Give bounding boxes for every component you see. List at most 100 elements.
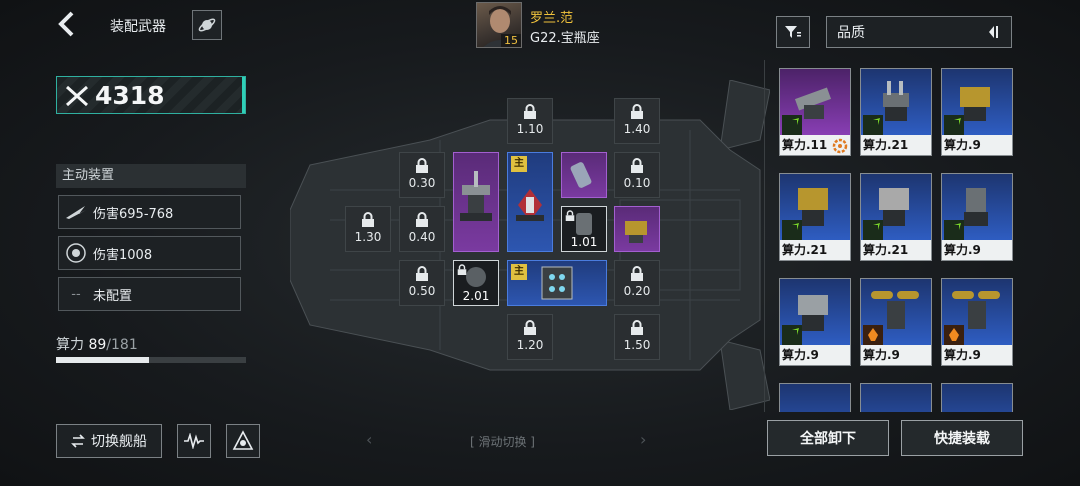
gear-icon <box>832 138 848 154</box>
slot-compute-value: 1.30 <box>354 230 382 244</box>
unload-all-button[interactable]: 全部卸下 <box>767 420 889 456</box>
inventory-item[interactable]: 算力.9 <box>941 68 1013 156</box>
locked-slot[interactable]: 0.30 <box>399 152 445 198</box>
locked-slot[interactable]: 0.20 <box>614 260 660 306</box>
locked-slot[interactable]: 1.50 <box>614 314 660 360</box>
quality-sort-select[interactable]: 品质 <box>826 16 1012 48</box>
slot-compute-value: 1.01 <box>570 235 598 249</box>
missile-launcher-icon <box>952 291 1000 329</box>
equipped-gold-weapon[interactable] <box>614 206 660 252</box>
main-weapon-tag: 主 <box>511 156 527 172</box>
slot-compute-value: 0.20 <box>623 284 651 298</box>
inventory-item[interactable]: 算力.9 <box>860 278 932 366</box>
locked-slot[interactable]: 1.40 <box>614 98 660 144</box>
locked-slot[interactable]: 1.10 <box>507 98 553 144</box>
lock-icon <box>457 264 467 275</box>
formation-button[interactable] <box>226 424 260 458</box>
cannon-icon <box>964 188 988 226</box>
active-device-label: 伤害1008 <box>93 247 153 263</box>
missile-launcher-icon <box>871 291 919 329</box>
locked-slot[interactable]: 1.20 <box>507 314 553 360</box>
back-button[interactable] <box>56 10 84 38</box>
swipe-right-icon[interactable]: › <box>640 430 647 449</box>
lock-icon <box>631 320 643 335</box>
waveform-button[interactable] <box>177 424 211 458</box>
triangle-formation-icon <box>232 430 254 450</box>
quick-equip-button[interactable]: 快捷装载 <box>901 420 1023 456</box>
launcher-box-icon <box>541 266 573 300</box>
upgrade-arrow-icon <box>944 115 964 135</box>
slot-compute-value: 0.10 <box>623 176 651 190</box>
pilot-avatar[interactable]: 15 <box>476 2 522 48</box>
orb-icon <box>65 242 87 264</box>
weapon-inventory[interactable]: 算力.11 算力.21 算力.9 算力.21 算力.21 算力.9 <box>764 60 1024 412</box>
active-device-label: 伤害695-768 <box>93 206 174 222</box>
equipped-main-weapon[interactable]: 主 <box>507 152 553 252</box>
sphere-device-icon <box>466 267 486 287</box>
quality-sort-label: 品质 <box>837 25 865 41</box>
inventory-item-label: 算力.9 <box>942 240 1012 260</box>
cannon-icon <box>798 295 828 331</box>
main-weapon-tag: 主 <box>511 264 527 280</box>
lock-icon <box>631 158 643 173</box>
switch-ship-button[interactable]: 切换舰船 <box>56 424 162 458</box>
active-device-3[interactable]: -- 未配置 <box>58 277 241 311</box>
locked-slot[interactable]: 0.40 <box>399 206 445 252</box>
blade-icon <box>65 201 87 223</box>
compute-readout: 算力 89/181 <box>56 334 138 354</box>
swipe-left-icon[interactable]: ‹ <box>366 430 373 449</box>
inventory-item[interactable]: 算力.21 <box>860 68 932 156</box>
inventory-item[interactable] <box>779 383 851 412</box>
locked-slot[interactable]: 1.30 <box>345 206 391 252</box>
equipped-weapon-dark[interactable]: 1.01 <box>561 206 607 252</box>
active-device-2[interactable]: 伤害1008 <box>58 236 241 270</box>
slot-compute-value: 0.50 <box>408 284 436 298</box>
inventory-item-label: 算力.9 <box>942 345 1012 365</box>
lock-icon <box>524 104 536 119</box>
turret-icon <box>460 171 492 221</box>
inventory-item[interactable]: 算力.11 <box>779 68 851 156</box>
fire-badge-icon <box>944 325 964 345</box>
inventory-item[interactable]: 算力.9 <box>941 278 1013 366</box>
active-devices-title: 主动装置 <box>56 164 246 188</box>
upgrade-arrow-icon <box>782 220 802 240</box>
fire-badge-icon <box>863 325 883 345</box>
equipped-main-device[interactable]: 主 <box>507 260 607 306</box>
inventory-item[interactable]: 算力.21 <box>779 173 851 261</box>
equipped-missile-purple[interactable] <box>561 152 607 198</box>
active-device-1[interactable]: 伤害695-768 <box>58 195 241 229</box>
inventory-item-label: 算力.21 <box>780 240 850 260</box>
lock-icon <box>631 266 643 281</box>
inventory-item[interactable]: 算力.9 <box>941 173 1013 261</box>
slot-compute-value: 2.01 <box>462 289 490 303</box>
inventory-item[interactable]: 算力.9 <box>779 278 851 366</box>
slot-compute-value: 0.30 <box>408 176 436 190</box>
combat-power-banner: 4318 <box>56 76 246 114</box>
inventory-item-label: 算力.9 <box>861 345 931 365</box>
inventory-item[interactable] <box>860 383 932 412</box>
turret-icon <box>883 81 909 121</box>
lock-icon <box>416 212 428 227</box>
equipped-turret-purple[interactable] <box>453 152 499 252</box>
cannon-icon <box>794 87 832 119</box>
upgrade-arrow-icon <box>782 325 802 345</box>
locked-slot[interactable]: 0.10 <box>614 152 660 198</box>
combat-power-value: 4318 <box>95 81 165 110</box>
lock-icon <box>565 210 575 221</box>
canister-icon <box>576 213 592 235</box>
upgrade-arrow-icon <box>944 220 964 240</box>
locked-slot[interactable]: 0.50 <box>399 260 445 306</box>
chevron-left-icon <box>58 11 74 37</box>
equipped-weapon-dark-2[interactable]: 2.01 <box>453 260 499 306</box>
compute-used: 89 <box>88 337 107 353</box>
filter-button[interactable] <box>776 16 810 48</box>
compute-progress-bar <box>56 357 246 363</box>
slot-compute-value: 1.40 <box>623 122 651 136</box>
page-title: 装配武器 <box>110 19 166 35</box>
waveform-icon <box>184 433 204 449</box>
planet-button[interactable] <box>192 10 222 40</box>
inventory-item[interactable]: 算力.21 <box>860 173 932 261</box>
pilot-name: 罗兰.范 <box>530 11 574 26</box>
lock-icon <box>416 266 428 281</box>
inventory-item[interactable] <box>941 383 1013 412</box>
